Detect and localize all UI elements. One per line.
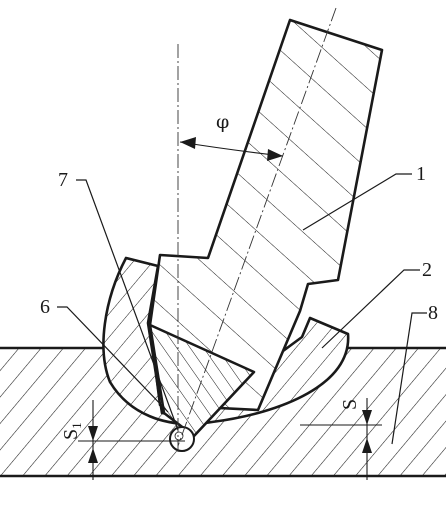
ball [169, 426, 195, 452]
tool-axis [177, 7, 337, 447]
clearance-s1-label: S1 [60, 422, 84, 440]
clearance-s-marker [300, 398, 382, 480]
leader-1 [302, 173, 412, 231]
leader-8 [391, 312, 427, 445]
callout-1: 1 [416, 163, 426, 185]
callout-8: 8 [428, 302, 438, 324]
callout-7: 7 [58, 169, 68, 191]
angle-phi-label: φ [216, 111, 229, 133]
leader-6 [57, 306, 169, 413]
clearance-s-label: S [339, 399, 361, 410]
callout-6: 6 [40, 296, 50, 318]
leader-2 [321, 269, 420, 349]
clearance-s1-marker [78, 400, 185, 480]
leader-7 [76, 179, 179, 431]
callout-2: 2 [422, 259, 432, 281]
angle-phi-marker [179, 137, 284, 161]
